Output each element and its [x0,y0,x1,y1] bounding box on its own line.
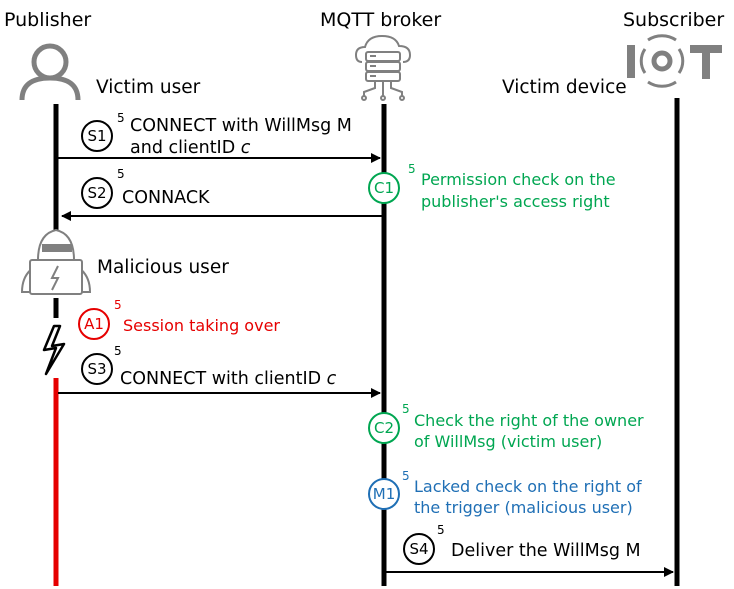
a1-text: Session taking over [123,316,280,335]
svg-text:C1: C1 [374,179,394,197]
server-cloud-icon [354,34,412,101]
svg-text:5: 5 [402,469,410,483]
check-c2: C2 5 Check the right of the owner of Wil… [368,402,644,451]
svg-text:5: 5 [117,167,125,181]
svg-text:S4: S4 [409,540,428,558]
svg-text:5: 5 [117,111,125,125]
iot-icon [627,34,722,88]
subscriber-title: Subscriber [623,9,724,31]
malicious-user-label: Malicious user [97,257,229,278]
svg-text:5: 5 [114,298,122,312]
svg-text:S2: S2 [87,184,106,202]
svg-text:A1: A1 [84,315,104,333]
check-c1: C1 5 Permission check on the publisher's… [368,162,616,211]
hacker-icon [20,228,92,295]
svg-text:5: 5 [437,523,445,537]
step-s3: S3 5 CONNECT with clientID c [81,344,337,389]
svg-text:5: 5 [114,344,122,358]
s1-text-line1: CONNECT with WillMsg M [130,116,352,136]
c2-text-line1: Check the right of the owner [414,411,644,430]
broker-title: MQTT broker [320,9,441,31]
user-icon [19,43,81,101]
lightning-icon [42,324,66,376]
svg-text:C2: C2 [374,419,394,437]
c1-text-line2: publisher's access right [421,192,610,211]
step-s2: S2 5 CONNACK [81,167,210,209]
step-s1: S1 5 CONNECT with WillMsg M and clientID… [81,111,352,158]
svg-text:M1: M1 [373,485,396,503]
s2-text: CONNACK [122,188,210,208]
c1-text-line1: Permission check on the [421,170,616,189]
step-s4: S4 5 Deliver the WillMsg M [403,523,641,565]
m1-text-line1: Lacked check on the right of [414,477,642,496]
m1-text-line2: the trigger (malicious user) [414,498,633,517]
s1-text-line2: and clientID c [130,138,251,158]
c2-text-line2: of WillMsg (victim user) [414,432,602,451]
victim-user-label: Victim user [96,77,201,98]
check-m1: M1 5 Lacked check on the right of the tr… [368,469,642,517]
s4-text: Deliver the WillMsg M [451,541,641,561]
attack-a1: A1 5 Session taking over [78,298,280,340]
svg-text:5: 5 [402,402,410,416]
victim-device-label: Victim device [502,77,627,98]
svg-text:5: 5 [408,162,416,176]
svg-text:S3: S3 [87,360,106,378]
s3-text: CONNECT with clientID c [120,369,337,389]
publisher-title: Publisher [4,9,91,31]
svg-text:S1: S1 [87,127,106,145]
